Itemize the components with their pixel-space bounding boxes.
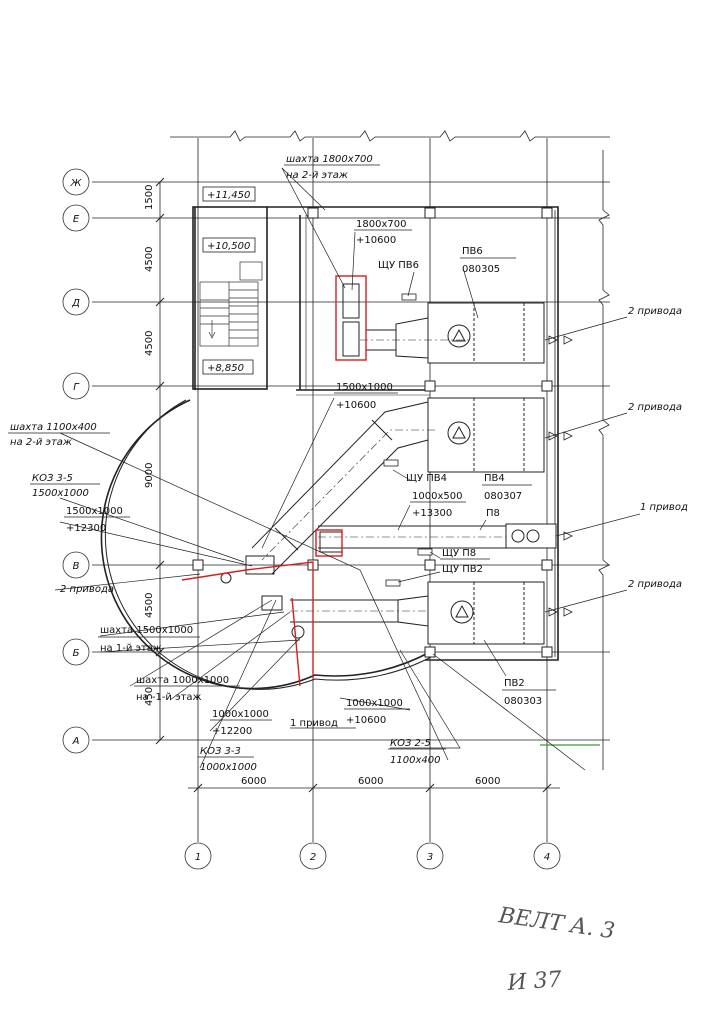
dim-h-3: 6000: [475, 776, 500, 787]
label-koz25-size: 1100x400: [390, 755, 440, 766]
ahu-pv6: [395, 302, 545, 364]
row-label-v: В: [73, 561, 80, 572]
leader-lines: [54, 167, 641, 771]
ahu-pv2: [397, 581, 545, 645]
label-duct-1000b: 1000x1000: [346, 698, 403, 709]
label-duct-1800: 1800x700: [356, 219, 406, 230]
label-koz35: КОЗ 3-5: [32, 473, 73, 484]
dim-v-3: 4500: [144, 331, 155, 356]
level-mark-1: +11,450: [207, 190, 250, 201]
ahu-pv4: [427, 397, 545, 473]
row-label-d: Д: [71, 298, 80, 309]
level-mark-2: +10,500: [207, 241, 250, 252]
label-drive-pv6: 2 привода: [628, 306, 682, 317]
dim-v-1: 1500: [144, 185, 155, 210]
dim-h-2: 6000: [358, 776, 383, 787]
label-duct-1000x500: 1000x500: [412, 491, 462, 502]
label-shaft-1100-floor: на 2-й этаж: [10, 437, 72, 448]
stair-flight: [199, 261, 263, 347]
label-koz25: КОЗ 2-5: [390, 738, 431, 749]
dim-v-2: 4500: [144, 247, 155, 272]
label-pv6: ПВ6: [462, 246, 483, 257]
handwritten-line-1: ВЕЛТ А. 3: [496, 903, 616, 944]
label-shaft-1500-floor: на 1-й этаж: [100, 643, 162, 654]
row-label-a: А: [72, 736, 80, 747]
label-shu-p8: ЩУ П8: [442, 548, 476, 559]
right-break-line: [598, 150, 610, 770]
top-break-line: [170, 130, 610, 142]
label-koz33: КОЗ 3-3: [200, 746, 241, 757]
control-panels: [383, 293, 433, 587]
label-duct-1500-level: +10600: [336, 400, 376, 411]
label-shaft-1800-floor: на 2-й этаж: [286, 170, 348, 181]
label-duct-1000-level: +12200: [212, 726, 252, 737]
outer-wall: [267, 206, 559, 661]
col-label-1: 1: [195, 852, 201, 863]
label-pv4-code: 080307: [484, 491, 522, 502]
row-label-g: Г: [73, 382, 80, 393]
annotation-labels: шахта 1800x700 на 2-й этаж 1800x700 +106…: [8, 154, 688, 773]
label-drive-pv2: 2 привода: [628, 579, 682, 590]
label-pv6-code: 080305: [462, 264, 500, 275]
building-walls: [100, 206, 559, 690]
column-bubbles: [184, 842, 561, 870]
dim-h-1: 6000: [241, 776, 266, 787]
label-duct-1000x500-level: +13300: [412, 508, 452, 519]
label-drive-p8: 1 привод: [640, 502, 688, 513]
col-label-3: 3: [427, 852, 433, 863]
dim-v-6: 450: [144, 687, 155, 706]
label-drive-1b: 1 привод: [290, 718, 338, 729]
rotunda-wall: [100, 399, 431, 690]
label-duct-1500: 1500x1000: [336, 382, 393, 393]
label-shu-pv4: ЩУ ПВ4: [406, 473, 447, 484]
duct-diagonal-upper: [251, 401, 429, 549]
grid-lines: [92, 130, 610, 842]
vertical-dimensions: 1500 4500 4500 9000 4500 450: [144, 185, 155, 706]
damper-markers: [548, 335, 573, 617]
label-shaft-1100: шахта 1100x400: [10, 422, 97, 433]
label-drive-pv4: 2 привода: [628, 402, 682, 413]
level-mark-3: +8,850: [207, 363, 244, 374]
label-shaft-1000: шахта 1000x1000: [136, 675, 229, 686]
row-labels: Ж Е Д Г В Б А: [70, 178, 83, 747]
label-shu-pv2: ЩУ ПВ2: [442, 564, 483, 575]
level-marks: +11,450 +10,500 +8,850: [202, 186, 256, 375]
dim-v-4: 9000: [144, 463, 155, 488]
label-duct-1500b-level: +12300: [66, 523, 106, 534]
label-pv2: ПВ2: [504, 678, 525, 689]
label-drive-left: 2 привода: [60, 584, 114, 595]
label-duct-1000: 1000x1000: [212, 709, 269, 720]
label-p8: П8: [486, 508, 500, 519]
ahu-p8: [505, 523, 557, 549]
row-label-b: Б: [73, 648, 80, 659]
row-label-zh: Ж: [70, 178, 83, 189]
label-shaft-1500: шахта 1500x1000: [100, 625, 193, 636]
col-label-2: 2: [310, 852, 316, 863]
stair-core-wall: [192, 206, 268, 390]
label-shu-pv6: ЩУ ПВ6: [378, 260, 419, 271]
row-bubbles: [62, 168, 90, 754]
red-shaft-highlight: [335, 275, 367, 361]
label-shaft-1000-floor: на -1-й этаж: [136, 692, 202, 703]
label-duct-1500b: 1500x1000: [66, 506, 123, 517]
handwritten-notes: ВЕЛТ А. 3 И 37: [496, 903, 616, 996]
label-duct-1000b-level: +10600: [346, 715, 386, 726]
col-label-4: 4: [544, 852, 550, 863]
duct-diagonal-lower: [271, 439, 429, 575]
label-pv4: ПВ4: [484, 473, 505, 484]
label-pv2-code: 080303: [504, 696, 542, 707]
label-shaft-1800: шахта 1800x700: [286, 154, 373, 165]
column-labels: 1 2 3 4: [195, 852, 550, 863]
row-label-e: Е: [73, 214, 80, 225]
red-markup: [181, 275, 367, 687]
handwritten-line-2: И 37: [506, 967, 563, 996]
horizontal-dimensions: 6000 6000 6000: [241, 776, 500, 787]
label-koz33-size: 1000x1000: [200, 762, 257, 773]
label-koz35-size: 1500x1000: [32, 488, 89, 499]
label-duct-1800-level: +10600: [356, 235, 396, 246]
dim-v-5: 4500: [144, 593, 155, 618]
